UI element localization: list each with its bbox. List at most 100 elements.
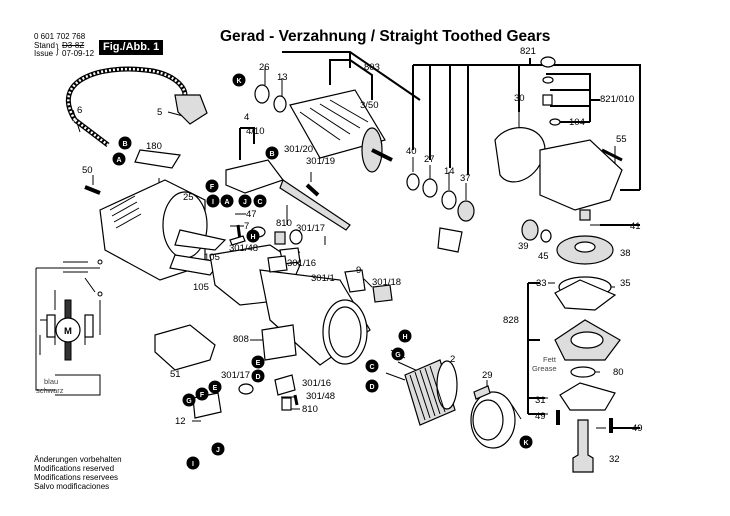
connector-d-coil: D — [365, 379, 379, 393]
svg-text:C: C — [369, 364, 374, 371]
note-fr: Modifications reservees — [34, 473, 119, 482]
label-180: 180 — [146, 141, 162, 152]
connector-k-fan: K — [519, 435, 533, 449]
grease-note-en: Grease — [532, 364, 557, 373]
wiring-diagram: M blau schwarz — [35, 259, 103, 396]
svg-text:K: K — [523, 440, 528, 447]
svg-text:I: I — [212, 199, 214, 206]
label-301-20: 301/20 — [284, 144, 313, 155]
label-301-1: 301/1 — [311, 273, 335, 284]
label-821-010: 821/010 — [600, 94, 634, 105]
label-7: 7 — [244, 221, 249, 232]
label-3-50: 3/50 — [360, 100, 379, 111]
power-cord — [65, 66, 208, 147]
grease-note-de: Fett — [543, 355, 557, 364]
wire-blue-label: blau — [44, 377, 58, 386]
stand-value: D3-8Z — [62, 41, 85, 50]
label-810-top: 810 — [276, 218, 292, 229]
label-13: 13 — [277, 72, 288, 83]
svg-text:A: A — [224, 199, 229, 206]
bearing-flange — [554, 276, 621, 473]
lower-switch — [238, 324, 299, 411]
screw-50 — [84, 185, 101, 195]
fan-baffle — [470, 385, 516, 449]
svg-text:E: E — [213, 385, 218, 392]
connector-callouts: K B A B F I A J C H E D E F G J I H G C … — [112, 73, 533, 470]
connector-e-cap: E — [208, 380, 222, 394]
connector-i-lower: I — [186, 456, 200, 470]
bearings-top — [254, 84, 475, 253]
label-45: 45 — [538, 251, 549, 262]
part-number: 0 601 702 768 — [34, 32, 86, 41]
connector-f-cap: F — [195, 387, 209, 401]
bevel-gears — [521, 219, 614, 265]
bracket-icon: } — [56, 41, 59, 56]
label-30: 30 — [514, 93, 525, 104]
stand-label: Stand — [34, 41, 55, 50]
label-4-10: 4/10 — [246, 126, 265, 137]
label-6: 6 — [77, 105, 82, 116]
label-4: 4 — [244, 112, 249, 123]
issue-value: 07-09-12 — [62, 49, 95, 58]
label-27: 27 — [424, 154, 435, 165]
label-105-a: 105 — [204, 252, 220, 263]
label-301-16-bottom: 301/16 — [302, 378, 331, 389]
connector-a-switch: A — [220, 194, 234, 208]
label-104: 104 — [569, 117, 585, 128]
label-47: 47 — [246, 209, 257, 220]
connector-d-lower: D — [251, 369, 265, 383]
label-49-left: 49 — [535, 411, 546, 422]
label-301-19: 301/19 — [306, 156, 335, 167]
note-en: Modifications reserved — [34, 464, 115, 473]
label-821: 821 — [520, 46, 536, 57]
gear-housing — [494, 56, 623, 221]
motor-housing — [209, 244, 393, 366]
label-40: 40 — [406, 146, 417, 157]
connector-c-switch: C — [253, 194, 267, 208]
label-31: 31 — [535, 395, 546, 406]
motor-symbol: M — [64, 326, 72, 337]
label-51: 51 — [170, 369, 181, 380]
label-41: 41 — [630, 221, 641, 232]
svg-text:C: C — [257, 199, 262, 206]
label-301-48-bottom: 301/48 — [306, 391, 335, 402]
armature — [289, 89, 393, 173]
svg-text:H: H — [402, 334, 407, 341]
connector-h-coil: H — [398, 329, 412, 343]
label-301-17-bottom: 301/17 — [221, 370, 250, 381]
label-828: 828 — [503, 315, 519, 326]
label-14: 14 — [444, 166, 455, 177]
issue-label: Issue — [34, 49, 54, 58]
field-coil — [404, 359, 458, 426]
label-35: 35 — [620, 278, 631, 289]
label-9: 9 — [356, 265, 361, 276]
connector-j-switch: J — [238, 194, 252, 208]
svg-text:J: J — [216, 447, 220, 454]
label-37: 37 — [460, 173, 471, 184]
connector-g-coil: G — [391, 347, 405, 361]
label-26: 26 — [259, 62, 270, 73]
label-808: 808 — [233, 334, 249, 345]
connector-h-top: H — [246, 229, 260, 243]
label-38: 38 — [620, 248, 631, 259]
label-50: 50 — [82, 165, 93, 176]
label-29: 29 — [482, 370, 493, 381]
label-39: 39 — [518, 241, 529, 252]
svg-text:G: G — [395, 352, 401, 359]
label-105-b: 105 — [193, 282, 209, 293]
connector-c-coil: C — [365, 359, 379, 373]
label-810-bottom: 810 — [302, 404, 318, 415]
label-301-48-top: 301/48 — [229, 243, 258, 254]
connector-j-lower: J — [211, 442, 225, 456]
connector-i-switch: I — [206, 194, 220, 208]
label-12: 12 — [175, 416, 186, 427]
connector-e-lower: E — [251, 355, 265, 369]
figure-badge: Fig./Abb. 1 — [99, 40, 164, 55]
svg-text:E: E — [256, 360, 261, 367]
svg-text:A: A — [116, 157, 121, 164]
svg-text:K: K — [236, 78, 241, 85]
connector-k-top: K — [232, 73, 246, 87]
svg-text:I: I — [192, 461, 194, 468]
svg-text:G: G — [186, 398, 192, 405]
